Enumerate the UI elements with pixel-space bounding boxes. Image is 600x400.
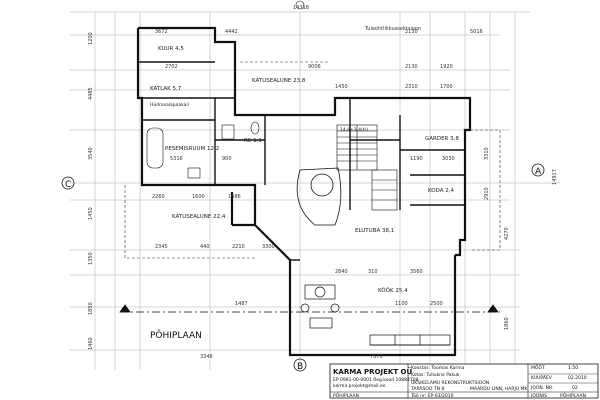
dim-left-mid-1: 2260 (152, 194, 165, 200)
dim-right-2: 2910 (484, 187, 490, 200)
dim-left-6: 1850 (88, 302, 94, 315)
sheet-name-bottom: PÕHIPLAAN (333, 392, 359, 399)
drawn-by: Koostas: Toomas Karma (411, 365, 465, 371)
dim-upper-4: 1920 (440, 64, 453, 70)
dim-bottom-3: 3560 (410, 269, 423, 275)
checked-by: Kotas: Tullukne Pakuk (411, 372, 460, 378)
dim-bottom-overall-1: 3348 (200, 354, 213, 360)
dim-left-5: 1350 (88, 252, 94, 265)
dim-bottom-1: 2840 (335, 269, 348, 275)
dim-top-1: 3672 (155, 29, 168, 35)
bathroom-fixtures (146, 121, 260, 179)
dim-top-2: 4442 (225, 29, 238, 35)
axis-label-bottom: B (297, 362, 303, 372)
doc-number: Töö nr: EP-03/2010 (410, 393, 454, 399)
dim-mid-a-2: 2310 (405, 84, 418, 90)
dim-upper-2: 9006 (308, 64, 321, 70)
dim-left-mid-2: 1600 (192, 194, 205, 200)
dim-right-1: 3310 (484, 147, 490, 160)
construction-lines (70, 11, 560, 370)
fireplace (296, 167, 342, 226)
dim-left-mid-3: 1686 (228, 194, 241, 200)
dim-right-3: 4270 (504, 227, 510, 240)
dim-left-7: 1460 (88, 337, 94, 350)
dim-lower-1: 1487 (235, 301, 248, 307)
date-label: KUUPÄEV (531, 374, 553, 381)
dim-upper-3: 2130 (405, 64, 418, 70)
north-note: Tuleohtlikkussektsioon (364, 26, 421, 32)
room-label-katusealune-top: KATUSEALUNE 23,8 (252, 78, 306, 84)
dim-left-low-1: 2345 (155, 244, 168, 250)
axis-markers (61, 0, 545, 372)
dim-left-low-3: 2210 (232, 244, 245, 250)
dim-left-4: 1450 (88, 207, 94, 220)
dim-mid-b-4: 3030 (442, 156, 455, 162)
dim-mid-b-3: 1190 (410, 156, 423, 162)
dim-left-low-2: 440 (200, 244, 210, 250)
dim-mid-b-2: 900 (222, 156, 232, 162)
dim-mid-a-1: 1450 (335, 84, 348, 90)
axis-label-right: A (535, 167, 542, 177)
dim-top-4: 5016 (470, 29, 483, 35)
dim-mid-a-3: 1700 (440, 84, 453, 90)
dim-top-3: 2130 (405, 29, 418, 35)
project-title: ÜKSIKELAMU REKONSTRUKTSIOON (411, 379, 489, 386)
company-name: KARMA PROJEKT OÜ (333, 367, 412, 376)
room-label-kook: KÖÖK 25,4 (378, 287, 408, 294)
room-label-katlak: KATLAK 5,7 (150, 86, 182, 92)
room-label-pesemisruum: PESEMISRUUM 12,2 (165, 146, 219, 152)
room-label-stair-area: 14,8+3,4(tr) (340, 127, 368, 133)
scale-value: 1:50 (568, 365, 578, 371)
room-label-kuur: KUUR 4,5 (158, 46, 184, 52)
dim-lower-3: 2500 (430, 301, 443, 307)
dim-bottom-overall-2: 7570 (370, 354, 383, 360)
room-label-hydro: Hüdrosalapaakail (150, 102, 189, 108)
scale-label: MÕÕT (531, 364, 545, 371)
roof-outline (124, 61, 501, 259)
project-addr: MAARDU LINN, HARJU MK (470, 386, 528, 392)
dim-left-1: 1200 (88, 32, 94, 45)
section-line (119, 304, 500, 313)
room-label-katusealune-left: KATUSEALUNE 22,4 (172, 214, 226, 220)
company-sub: EP 0981-00-0001 Reg.kood 10884708 (333, 377, 419, 383)
project-sub: TARASOO TN 8 (410, 386, 444, 392)
room-label-rc: RC 1,1 (244, 138, 262, 144)
sheet-name: PÕHIPLAAN (560, 392, 586, 399)
dim-bottom-2: 310 (368, 269, 378, 275)
dim-mid-b-1: 5316 (170, 156, 183, 162)
kitchen-furniture (300, 284, 451, 346)
dim-lower-2: 1100 (395, 301, 408, 307)
dim-left-low-4: 3300 (262, 244, 275, 250)
stage-label: JOONIS (530, 393, 547, 399)
dim-left-2: 4485 (88, 87, 94, 100)
staircase (336, 124, 398, 211)
dim-left-3: 3540 (88, 147, 94, 160)
room-label-koda: KODA 2,4 (428, 188, 455, 194)
dim-top-overall: 14318 (293, 5, 309, 11)
axis-label-left: C (65, 180, 71, 190)
date-value: 02.2010 (568, 375, 587, 381)
dim-upper-1: 2702 (165, 64, 178, 70)
company-mail: karma.projekt@mail.ee (333, 383, 386, 389)
title-block (329, 363, 599, 399)
room-label-garder: GARDER 3,8 (425, 136, 459, 142)
room-label-elutuba: ELUTUBA 38,1 (355, 228, 394, 234)
sheet-label: JOON. NR. (530, 385, 553, 391)
dim-right-overall: 14917 (552, 169, 558, 185)
interior-walls (138, 61, 465, 261)
plan-title: PÕHIPLAAN (150, 329, 202, 341)
dim-right-4: 1860 (504, 317, 510, 330)
sheet-number: 02 (572, 385, 578, 391)
